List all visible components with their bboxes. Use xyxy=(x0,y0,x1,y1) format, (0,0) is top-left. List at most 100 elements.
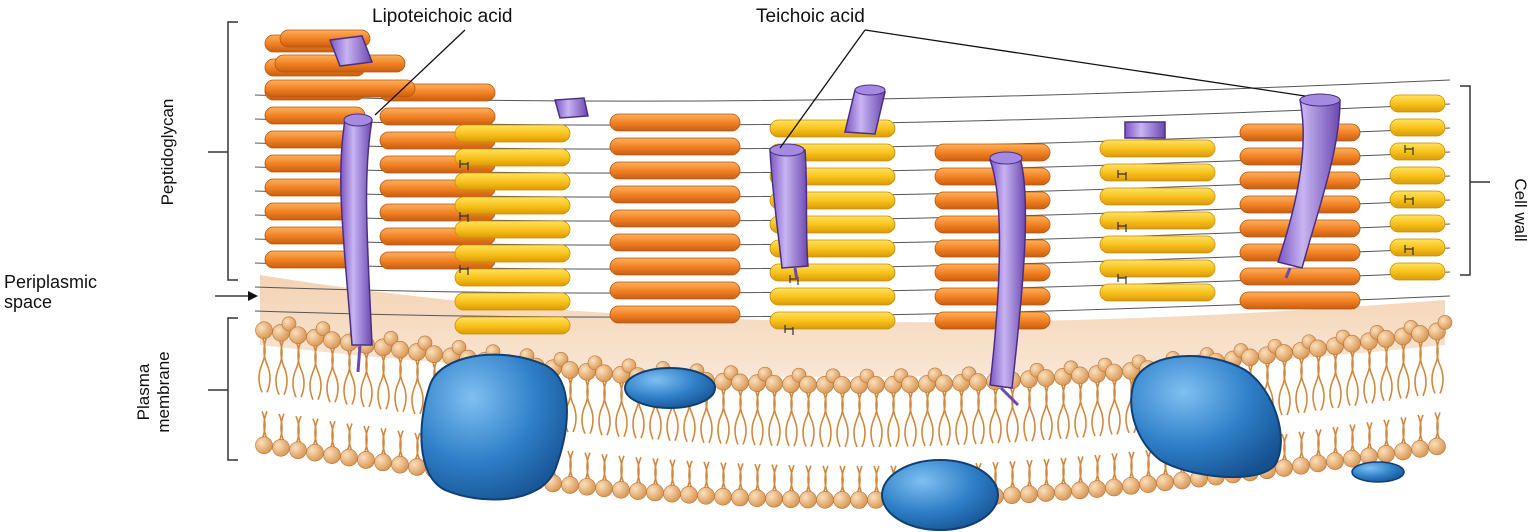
glycan-strand xyxy=(455,293,570,310)
lipid-head xyxy=(596,365,613,382)
membrane-protein xyxy=(625,368,715,408)
lipid-head xyxy=(647,484,664,501)
lipid-head xyxy=(1106,364,1123,381)
glycan-strand xyxy=(1100,212,1215,229)
glycan-strand xyxy=(455,173,570,190)
glycan-strand xyxy=(1240,124,1360,141)
lipid-head xyxy=(1038,370,1055,387)
lipid-head xyxy=(800,376,817,393)
lipid-head xyxy=(868,376,885,393)
lipid-tail xyxy=(315,344,321,400)
glycan-strand xyxy=(935,288,1050,305)
glycan-strand xyxy=(770,312,895,329)
lipid-tail xyxy=(366,351,372,407)
peptidoglycan-label: Peptidoglycan xyxy=(158,92,178,212)
lipid-head xyxy=(1157,474,1174,491)
lipid-tail xyxy=(1420,340,1426,396)
lipid-tail xyxy=(740,388,746,444)
glycan-strand xyxy=(935,264,1050,281)
lipid-head xyxy=(579,478,596,495)
lipid-tail xyxy=(893,391,899,447)
lipid-head xyxy=(1072,482,1089,499)
lipid-head xyxy=(1310,340,1327,357)
periplasmic-arrow-head xyxy=(248,291,258,301)
lipid-head xyxy=(1429,438,1446,455)
glycan-strand xyxy=(455,125,570,142)
lipid-tail xyxy=(927,390,933,446)
lipid-head xyxy=(290,327,307,344)
lipoteichoic-acid-label: Lipoteichoic acid xyxy=(372,6,512,28)
plasma-membrane-bracket xyxy=(208,318,238,460)
lipid-tail xyxy=(1029,385,1035,441)
plasma-label-line-2: membrane xyxy=(154,351,173,432)
lipid-tail xyxy=(978,388,984,444)
glycan-strand xyxy=(1390,239,1445,256)
lipid-head xyxy=(392,456,409,473)
lipid-tail xyxy=(1301,357,1307,413)
lipid-tail xyxy=(1437,337,1443,393)
lipid-tail xyxy=(757,389,763,445)
teichoic-acid-rod xyxy=(1125,122,1165,138)
lipid-tail xyxy=(1335,352,1341,408)
lipid-head xyxy=(1293,457,1310,474)
glycan-strand xyxy=(1390,143,1445,160)
membrane-protein xyxy=(1352,462,1404,482)
lipid-head xyxy=(817,491,834,508)
lipid-head xyxy=(273,439,290,456)
lipid-head xyxy=(375,454,392,471)
lipid-head xyxy=(902,376,919,393)
glycan-strand xyxy=(455,269,570,286)
lipid-head xyxy=(1140,476,1157,493)
plasma-label-line-1: Plasma xyxy=(134,364,153,421)
lipid-tail xyxy=(1063,383,1069,439)
lipid-head xyxy=(1072,367,1089,384)
peptidoglycan-layers xyxy=(255,30,1450,335)
lipid-head xyxy=(1055,483,1072,500)
lipid-head xyxy=(1004,487,1021,504)
lipid-tail xyxy=(1403,342,1409,398)
lipid-tail xyxy=(604,379,610,435)
periplasmic-space-label: Periplasmic space xyxy=(4,272,97,312)
lipid-tail xyxy=(808,391,814,447)
lipid-tail xyxy=(332,346,338,402)
lipid-head xyxy=(358,451,375,468)
membrane-protein xyxy=(1131,356,1281,477)
lipid-tail xyxy=(1284,359,1290,415)
lipid-tail xyxy=(1012,386,1018,442)
lipid-tail xyxy=(349,349,355,405)
glycan-strand xyxy=(610,114,740,131)
glycan-strand xyxy=(1390,191,1445,208)
glycan-strand xyxy=(455,149,570,166)
lipid-head xyxy=(851,491,868,508)
cell-wall-bracket xyxy=(1460,86,1490,275)
glycan-strand xyxy=(455,197,570,214)
lipid-head xyxy=(1276,460,1293,477)
lipid-head xyxy=(834,491,851,508)
lipid-head xyxy=(630,483,647,500)
glycan-strand xyxy=(1240,292,1360,309)
glycan-strand xyxy=(935,312,1050,329)
lipid-tail xyxy=(1080,381,1086,437)
glycan-strand xyxy=(935,240,1050,257)
glycan-strand xyxy=(1100,236,1215,253)
glycan-strand xyxy=(1390,263,1445,280)
lipid-head xyxy=(1310,455,1327,472)
glycan-strand xyxy=(1390,95,1445,112)
lipid-head xyxy=(1412,440,1429,457)
lipid-head xyxy=(800,491,817,508)
lipid-tail xyxy=(1318,354,1324,410)
lipid-head xyxy=(732,374,749,391)
glycan-strand xyxy=(1100,284,1215,301)
lipid-head xyxy=(1378,330,1395,347)
lipid-head xyxy=(1174,472,1191,489)
lipid-head xyxy=(613,481,630,498)
lipid-tail xyxy=(570,376,576,432)
lipid-head xyxy=(324,447,341,464)
lipid-tail xyxy=(1046,384,1052,440)
lipid-head xyxy=(1378,445,1395,462)
glycan-strand xyxy=(1100,260,1215,277)
lipid-head xyxy=(1327,453,1344,470)
lipid-head xyxy=(936,375,953,392)
lipid-tail xyxy=(383,353,389,409)
lipoteichoic-acid-rod xyxy=(344,114,372,126)
